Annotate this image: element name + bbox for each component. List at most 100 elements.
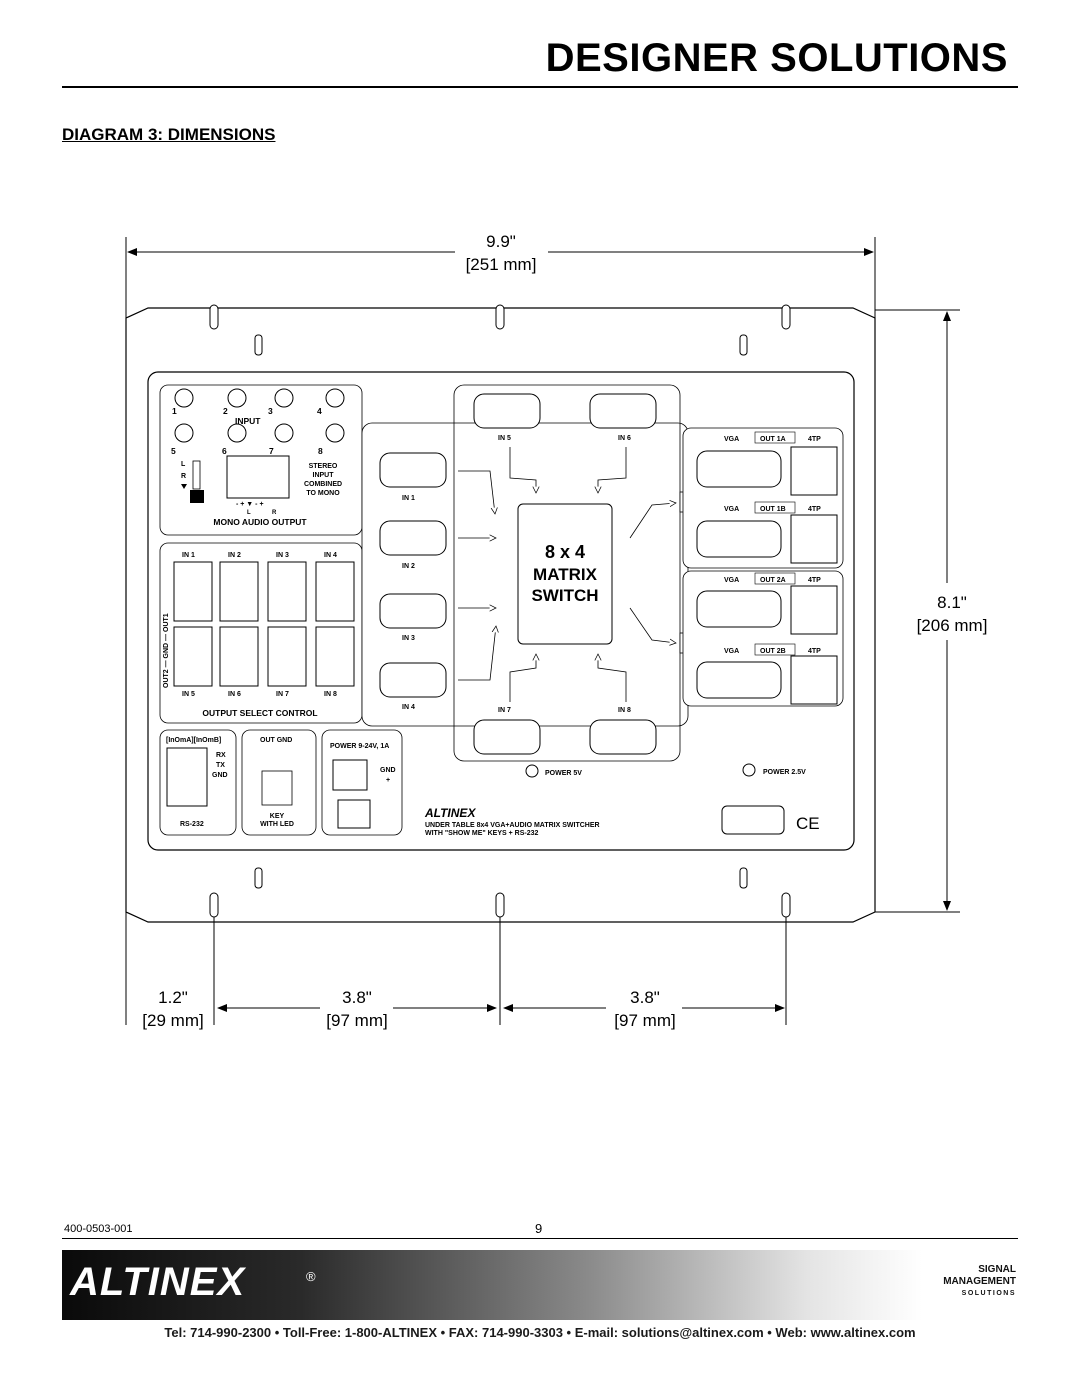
svg-text:STEREO: STEREO	[309, 463, 338, 470]
svg-text:4TP: 4TP	[808, 436, 821, 443]
svg-text:GND: GND	[212, 772, 228, 779]
svg-text:IN 1: IN 1	[182, 552, 195, 559]
svg-text:TX: TX	[216, 762, 225, 769]
svg-text:IN 7: IN 7	[498, 707, 511, 714]
svg-text:TO MONO: TO MONO	[306, 490, 340, 497]
svg-text:OUT GND: OUT GND	[260, 737, 292, 744]
audio-num-1: 1	[172, 406, 177, 416]
left-mm: [29 mm]	[142, 1011, 203, 1030]
svg-text:IN 4: IN 4	[402, 704, 415, 711]
svg-text:POWER 9-24V, 1A: POWER 9-24V, 1A	[330, 743, 389, 750]
svg-text:POWER 2.5V: POWER 2.5V	[763, 769, 806, 776]
stereo-note: STEREO INPUT COMBINED TO MONO	[304, 463, 342, 497]
width-mm: [251 mm]	[466, 255, 537, 274]
svg-text:IN 3: IN 3	[402, 635, 415, 642]
svg-text:4TP: 4TP	[808, 577, 821, 584]
svg-text:R: R	[181, 473, 186, 480]
audio-num-6: 6	[222, 446, 227, 456]
svg-text:MATRIX: MATRIX	[533, 565, 598, 584]
svg-text:4TP: 4TP	[808, 648, 821, 655]
mono-audio-output-label: MONO AUDIO OUTPUT	[213, 517, 307, 527]
power-leds: POWER 5V POWER 2.5V	[525, 763, 806, 778]
svg-text:IN 2: IN 2	[228, 552, 241, 559]
registered-mark: ®	[306, 1269, 316, 1284]
svg-text:IN 6: IN 6	[618, 435, 631, 442]
ce-mark: CE	[796, 814, 820, 833]
height-dimension: 8.1" [206 mm]	[875, 309, 987, 913]
svg-text:IN 6: IN 6	[228, 691, 241, 698]
footer-banner	[62, 1250, 1018, 1320]
lr-switch: L R	[181, 460, 204, 503]
svg-text:VGA: VGA	[724, 577, 739, 584]
svg-text:L: L	[181, 461, 186, 468]
svg-text:IN 3: IN 3	[276, 552, 289, 559]
right-inches: 3.8"	[630, 988, 660, 1007]
audio-num-2: 2	[223, 406, 228, 416]
svg-text:IN 5: IN 5	[182, 691, 195, 698]
product-description: UNDER TABLE 8x4 VGA+AUDIO MATRIX SWITCHE…	[425, 822, 600, 837]
svg-text:IN 8: IN 8	[618, 707, 631, 714]
document-code: 400-0503-001	[64, 1223, 133, 1235]
audio-jacks	[174, 388, 345, 443]
tp-output-ports	[790, 446, 838, 705]
svg-text:IN 4: IN 4	[324, 552, 337, 559]
svg-text:SWITCH: SWITCH	[531, 586, 598, 605]
svg-text:- + ▼ - +: - + ▼ - +	[236, 501, 264, 508]
mounting-slots	[209, 304, 791, 889]
vga-output-ports	[696, 450, 782, 699]
svg-text:8 x 4: 8 x 4	[545, 542, 585, 562]
svg-text:[InOmA][InOmB]: [InOmA][InOmB]	[166, 737, 221, 744]
output-labels: VGA OUT 1A 4TP VGA OUT 1B 4TP VGA OUT 2A…	[724, 431, 821, 656]
svg-text:IN 7: IN 7	[276, 691, 289, 698]
width-inches: 9.9"	[486, 232, 516, 251]
signal-arrows	[458, 447, 676, 702]
svg-text:IN 2: IN 2	[402, 563, 415, 570]
vga-input-labels: IN 1 IN 2 IN 3 IN 4 IN 5 IN 6 IN 7 IN 8	[402, 435, 631, 714]
svg-text:4TP: 4TP	[808, 506, 821, 513]
bottom-dimensions: 1.2" [29 mm] 3.8" [97 mm] 3.8" [97 mm]	[125, 912, 787, 1030]
side-labels: OUT2 — GND — OUT1	[163, 613, 170, 688]
svg-text:IN 8: IN 8	[324, 691, 337, 698]
diagram-heading: DIAGRAM 3: DIMENSIONS	[62, 125, 276, 144]
svg-text:COMBINED: COMBINED	[304, 481, 342, 488]
output-select-label: OUTPUT SELECT CONTROL	[202, 708, 317, 718]
svg-text:R: R	[272, 510, 277, 516]
audio-num-7: 7	[269, 446, 274, 456]
altinex-logo: ALTINEX	[70, 1260, 246, 1304]
label-plate	[721, 805, 785, 835]
rs232-label: RS-232	[180, 821, 204, 828]
svg-text:VGA: VGA	[724, 506, 739, 513]
audio-num-3: 3	[268, 406, 273, 416]
svg-text:IN 5: IN 5	[498, 435, 511, 442]
svg-text:POWER 5V: POWER 5V	[545, 770, 582, 777]
audio-input-label: INPUT	[235, 416, 261, 426]
height-inches: 8.1"	[937, 593, 967, 612]
output-select-bottom-labels: IN 5 IN 6 IN 7 IN 8	[182, 691, 337, 698]
svg-text:OUT 2B: OUT 2B	[760, 648, 786, 655]
mono-output-terminal	[226, 455, 290, 499]
svg-text:KEY: KEY	[270, 813, 285, 820]
matrix-title: 8 x 4 MATRIX SWITCH	[531, 542, 598, 605]
left-inches: 1.2"	[158, 988, 188, 1007]
output-select-keys	[173, 561, 355, 687]
output-select-top-labels: IN 1 IN 2 IN 3 IN 4	[182, 552, 337, 559]
svg-text:GND: GND	[380, 767, 396, 774]
matrix-box	[517, 503, 613, 645]
svg-text:OUT 1B: OUT 1B	[760, 506, 786, 513]
header-divider	[62, 86, 1018, 88]
mono-output-pins: - + ▼ - + L R	[236, 501, 277, 516]
svg-text:L: L	[247, 510, 251, 516]
svg-text:WITH "SHOW ME" KEYS + RS-232: WITH "SHOW ME" KEYS + RS-232	[425, 830, 539, 837]
audio-num-5: 5	[171, 446, 176, 456]
right-mm: [97 mm]	[614, 1011, 675, 1030]
svg-text:INPUT: INPUT	[313, 472, 335, 479]
svg-text:UNDER TABLE 8x4 VGA+AUDIO MATR: UNDER TABLE 8x4 VGA+AUDIO MATRIX SWITCHE…	[425, 822, 600, 829]
audio-num-8: 8	[318, 446, 323, 456]
device-brand: ALTINEX	[424, 806, 476, 820]
svg-text:RX: RX	[216, 752, 226, 759]
footer-divider	[62, 1238, 1018, 1239]
svg-text:+: +	[386, 777, 390, 784]
svg-text:OUT 2A: OUT 2A	[760, 577, 786, 584]
contact-info: Tel: 714-990-2300 • Toll-Free: 1-800-ALT…	[164, 1325, 916, 1340]
